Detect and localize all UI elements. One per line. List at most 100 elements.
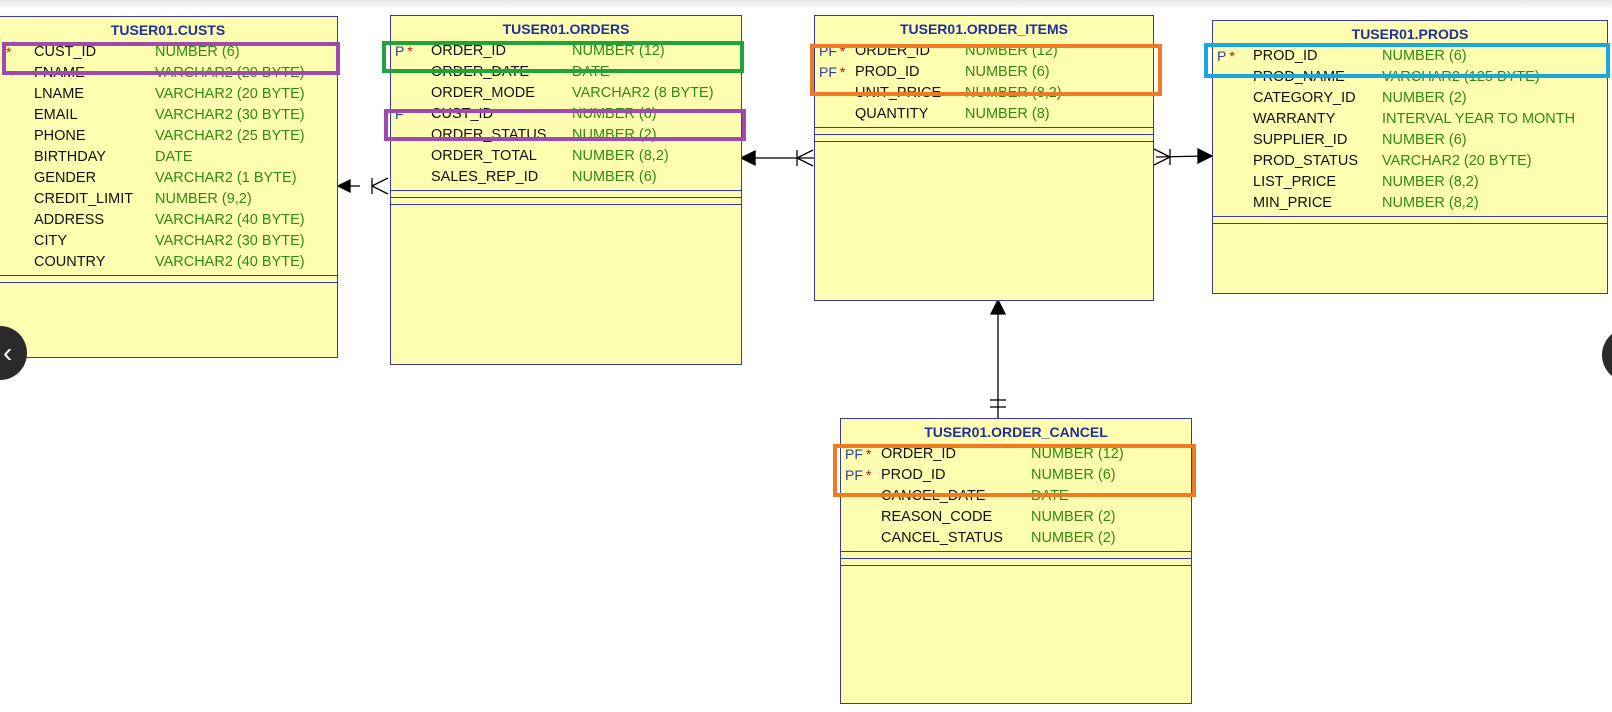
column-name: GENDER	[34, 170, 97, 186]
column-type: VARCHAR2 (30 BYTE)	[155, 107, 305, 123]
column-key-flag	[395, 125, 398, 146]
column-type: VARCHAR2 (20 BYTE)	[155, 65, 305, 81]
column-key-flag	[395, 167, 398, 188]
column-type: NUMBER (2)	[572, 127, 657, 143]
column-type: DATE	[572, 64, 610, 80]
column-type: NUMBER (6)	[965, 64, 1050, 80]
column-name: ADDRESS	[34, 212, 105, 228]
column-key-flag	[3, 126, 6, 147]
pk-section	[391, 190, 741, 197]
column-type: NUMBER (12)	[1031, 446, 1124, 462]
key-flag-letters: PF	[819, 64, 837, 80]
mandatory-star: *	[407, 43, 413, 59]
column-name: ORDER_TOTAL	[431, 148, 537, 164]
column-key-flag: *	[3, 42, 11, 63]
column-key-flag	[3, 105, 6, 126]
column-type: NUMBER (12)	[965, 43, 1058, 59]
index-section	[1213, 223, 1607, 230]
column-name: CANCEL_STATUS	[881, 530, 1003, 546]
column-type: NUMBER (8,2)	[572, 148, 669, 164]
column-row: WARRANTY INTERVAL YEAR TO MONTH	[1213, 109, 1607, 130]
column-type: NUMBER (6)	[1382, 132, 1467, 148]
entity-title: TUSER01.ORDER_ITEMS	[899, 21, 1069, 37]
column-key-flag: PF*	[845, 465, 871, 486]
mandatory-star: *	[865, 467, 872, 483]
column-key-flag	[845, 507, 848, 528]
page-top-bar	[0, 0, 1612, 8]
mandatory-star: *	[865, 446, 872, 462]
pk-section	[0, 275, 337, 282]
column-key-flag	[3, 231, 6, 252]
column-name: PROD_ID	[1253, 48, 1318, 64]
column-key-flag	[845, 486, 848, 507]
index-section	[815, 141, 1153, 148]
column-type: DATE	[1031, 488, 1069, 504]
column-type: NUMBER (6)	[1031, 467, 1116, 483]
rel-orderitems-orders	[739, 149, 814, 167]
column-key-flag: PF*	[819, 62, 845, 83]
column-key-flag	[1217, 88, 1220, 109]
column-name: PROD_NAME	[1253, 69, 1345, 85]
column-name: ORDER_MODE	[431, 85, 535, 101]
column-type: INTERVAL YEAR TO MONTH	[1382, 111, 1576, 127]
column-name: LIST_PRICE	[1253, 174, 1336, 190]
column-name: SALES_REP_ID	[431, 169, 539, 185]
column-name: FNAME	[34, 65, 85, 81]
entity-title: TUSER01.ORDER_CANCEL	[924, 424, 1108, 440]
key-flag-letters: F	[395, 106, 404, 122]
column-name: EMAIL	[34, 107, 78, 123]
column-type: NUMBER (2)	[1382, 90, 1467, 106]
column-name: MIN_PRICE	[1253, 195, 1332, 211]
index-section	[841, 565, 1191, 572]
pk-section	[815, 127, 1153, 134]
index-section	[391, 204, 741, 211]
column-key-flag: P*	[395, 41, 413, 62]
column-key-flag	[1217, 193, 1220, 214]
column-key-flag: F	[395, 104, 407, 125]
pk-section	[1213, 216, 1607, 223]
column-key-flag: PF*	[819, 41, 845, 62]
column-type: VARCHAR2 (40 BYTE)	[155, 254, 305, 270]
column-type: VARCHAR2 (20 BYTE)	[155, 86, 305, 102]
fk-section	[841, 558, 1191, 565]
column-type: NUMBER (9,2)	[155, 191, 252, 207]
column-type: NUMBER (6)	[572, 106, 657, 122]
column-key-flag	[3, 63, 6, 84]
column-name: QUANTITY	[855, 106, 929, 122]
column-key-flag	[3, 189, 6, 210]
mandatory-star: *	[839, 43, 846, 59]
column-key-flag	[3, 168, 6, 189]
column-name: WARRANTY	[1253, 111, 1336, 127]
column-type: NUMBER (2)	[1031, 509, 1116, 525]
column-type: NUMBER (12)	[572, 43, 665, 59]
rel-orders-custs	[336, 177, 389, 195]
carousel-next-button[interactable]	[1602, 328, 1612, 382]
column-type: NUMBER (8,2)	[965, 85, 1062, 101]
entity-title: TUSER01.CUSTS	[110, 22, 226, 38]
